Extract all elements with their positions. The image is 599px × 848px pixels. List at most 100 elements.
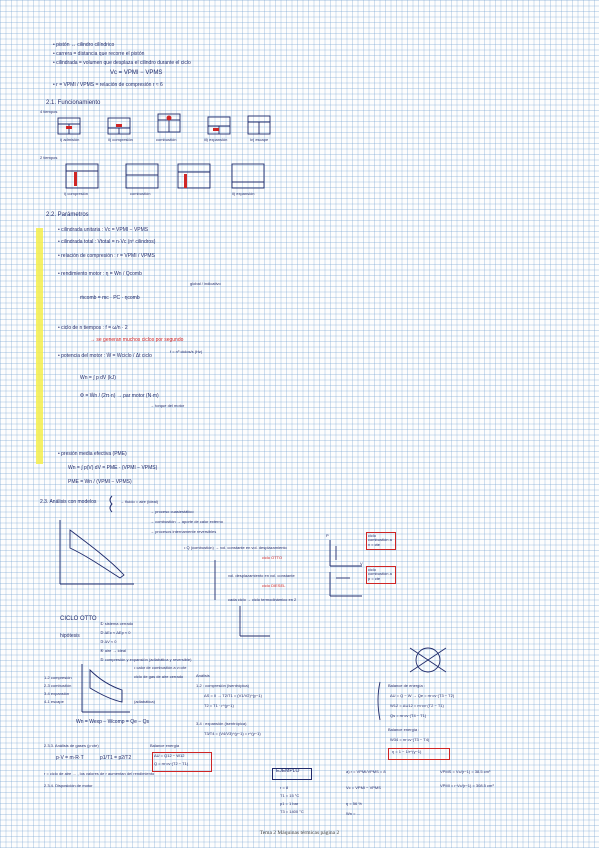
diag-note: ciclo de gas de aire cerrado	[134, 674, 184, 679]
stroke-label: combustión	[130, 191, 151, 196]
stroke-label: i) admisión	[60, 137, 80, 142]
axis-label: V	[360, 561, 363, 566]
example-data: p1 = 1 bar	[280, 801, 299, 806]
section-heading: 2.2. Parámetros	[46, 212, 89, 218]
diag-note: 1-2 compresión	[44, 675, 72, 680]
balance-line: ΔU = Q12 − W12	[154, 753, 185, 758]
hyp-item: ③ ΔV ≈ 0	[100, 639, 117, 644]
piston-sketch	[207, 116, 231, 135]
param-line: Φ = Ẇn / (2π·n) → par motor (N·m)	[80, 393, 159, 399]
subheading: 4 tiempos	[40, 109, 58, 114]
example-solution: Wn = …	[346, 811, 361, 816]
bullet: → proceso cuasiestático	[150, 509, 194, 514]
param-line: Wn = ∫ p dV (kJ)	[80, 375, 116, 381]
cycle-label: ciclo OTTO	[262, 555, 283, 560]
diag-note: • calor de combustión a v=cte	[134, 665, 187, 670]
eq-line: p1/T1 = p2/T2	[100, 755, 132, 761]
example-solution: VPMS = Vc/(r−1) = 38.5 cm³	[440, 769, 491, 774]
balance-title: Balance de energía :	[388, 683, 425, 688]
param-line: • rendimiento motor : η = Wn / Qcomb	[58, 271, 142, 277]
example-solution: VPMI = r·Vc/(r−1) = 308.5 cm³	[440, 783, 494, 788]
balance-line: ΔU = Q − W → Qe = m·cv·(T3 − T2)	[390, 693, 455, 698]
param-line: ṁcomb = mc · PC · ηcomb	[80, 295, 140, 301]
result-box	[152, 752, 212, 772]
eq-line: p·V = m·R·T	[56, 755, 84, 761]
cycle-title: CICLO OTTO	[60, 616, 97, 622]
hyp-item: ① sistema cerrado	[100, 621, 134, 626]
section-heading: 2.3.3. Análisis de gases (p·cte)	[44, 743, 99, 748]
stroke-label: iii) expansión	[204, 137, 228, 142]
piston-sketch	[107, 117, 131, 135]
diag-note: (adiabática)	[134, 699, 155, 704]
hyp-title: hipótesis	[60, 633, 80, 639]
balance-line: Q = m·cv·(T2 − T1)	[154, 761, 189, 766]
stroke-label: i) compresión	[64, 191, 89, 196]
engine-sketch	[409, 647, 447, 673]
balance-title: Balance energía	[150, 743, 180, 748]
balance-line: W12 = ΔU12 = m·cv·(T2 − T1)	[390, 703, 444, 708]
stroke-label: combustión	[156, 137, 177, 142]
piston-sketch	[247, 115, 271, 135]
result-box	[388, 748, 450, 760]
analysis-line: ΔS = 0 → T2/T1 = (V1/V2)^(γ−1)	[204, 693, 262, 698]
piston-sketch	[65, 163, 99, 189]
stroke-label: ii) compresión	[108, 137, 133, 142]
combust-line: cada ciclo → ciclo termodinámico en 2	[228, 597, 297, 602]
piston-sketch	[177, 163, 211, 189]
hyp-item: ② ΔEc ≈ ΔEp ≈ 0	[100, 630, 131, 635]
param-line: Wn = ∫ p(V) dV = PME · (VPMI − VPMS)	[68, 465, 158, 471]
diag-note: 3-4 expansión	[44, 691, 70, 696]
param-line: • presión media efectiva (PME)	[58, 451, 127, 457]
piston-sketch	[231, 163, 265, 189]
example-data: r = 8	[280, 785, 289, 790]
example-solution: Vc = VPMI − VPMS	[346, 785, 381, 790]
param-note: f = nº ciclos/s (Hz)	[170, 349, 203, 354]
diesel-box-text: ciclo combustión a p = cte	[368, 567, 392, 581]
subheading: 2 tiempos	[40, 155, 58, 160]
example-data: T3 = 1400 °C	[280, 809, 304, 814]
hyp-item: ⑤ compresión y expansión (adiabática y r…	[100, 657, 192, 662]
param-line: • cilindrada unitaria : Vc = VPMI − VPMS	[58, 227, 149, 233]
balance-line: W34 = m·cv·(T3 − T4)	[390, 737, 430, 742]
wn-eq: Wn = Wexp − Wcomp = Qe − Qs	[76, 719, 149, 725]
bullet: → combustión → aporte de calor externo	[150, 519, 223, 524]
bullet: → procesos internamente reversibles	[150, 529, 217, 534]
balance-line: Qs = m·cv·(T4 − T1)	[390, 713, 427, 718]
analysis-line: 3-4 : expansión (isentrópica)	[196, 721, 247, 726]
piston-sketch	[125, 163, 159, 189]
section-heading: 2.3.4. Disposición de motor	[44, 783, 93, 788]
example-data: T1 = 15 °C	[280, 793, 300, 798]
otto-box-text: ciclo combustión a v = cte	[368, 533, 392, 547]
note-line: • carrera = distancia que recorre el pis…	[53, 51, 145, 57]
analysis-title: Análisis	[196, 673, 210, 678]
pv-diagram	[59, 520, 134, 585]
combust-line: • Q̇ (combustión) → vol. constante en vo…	[184, 545, 287, 550]
otto-box	[366, 532, 396, 550]
analysis-line: 1-2 : compresión (isentrópica)	[196, 683, 249, 688]
analysis-line: T3/T4 = (V4/V3)^(γ−1) = r^(γ−1)	[204, 731, 261, 736]
otto-pv-diagram	[81, 664, 130, 713]
section-heading: 2.1. Funcionamiento	[46, 100, 101, 106]
piston-head-highlight	[66, 126, 72, 129]
bullet: → fluido = aire (ideal)	[120, 499, 159, 504]
pv-diagram-small	[239, 606, 270, 637]
section-heading: 2.3. Análisis con modelos	[40, 499, 97, 505]
analysis-line: T2 = T1 · r^(γ−1)	[204, 703, 234, 708]
param-note-red: → se generan muchos ciclos por segundo	[90, 337, 184, 343]
hyp-item: ④ aire → ideal	[100, 648, 127, 653]
param-line: • relación de compresión : r = VPMI / VP…	[58, 253, 155, 259]
note-line: • r = VPMI / VPMS = relación de compresi…	[53, 82, 163, 88]
example-solution: η = 56 %	[346, 801, 362, 806]
page-footer: Tema 2 Máquinas térmicas página 2	[259, 830, 340, 836]
stroke-label: ii) expansión	[232, 191, 255, 196]
diesel-box	[366, 566, 396, 584]
result-text: η = 1 − 1/r^(γ−1)	[392, 749, 422, 754]
relation-line: r = ciclo de aire … , los valores de r a…	[44, 771, 155, 776]
combust-line: vol. desplazamiento en vol. constante	[228, 573, 295, 578]
formula: Vc = VPMI − VPMS	[110, 70, 163, 76]
example-solution: a) r = VPMI/VPMS = 8	[346, 769, 386, 774]
cycle-label: ciclo DIESEL	[262, 583, 286, 588]
diag-note: 2-3 combustión	[44, 683, 72, 688]
param-note: → torque del motor	[150, 403, 185, 408]
pv-diagram-small	[329, 572, 362, 597]
